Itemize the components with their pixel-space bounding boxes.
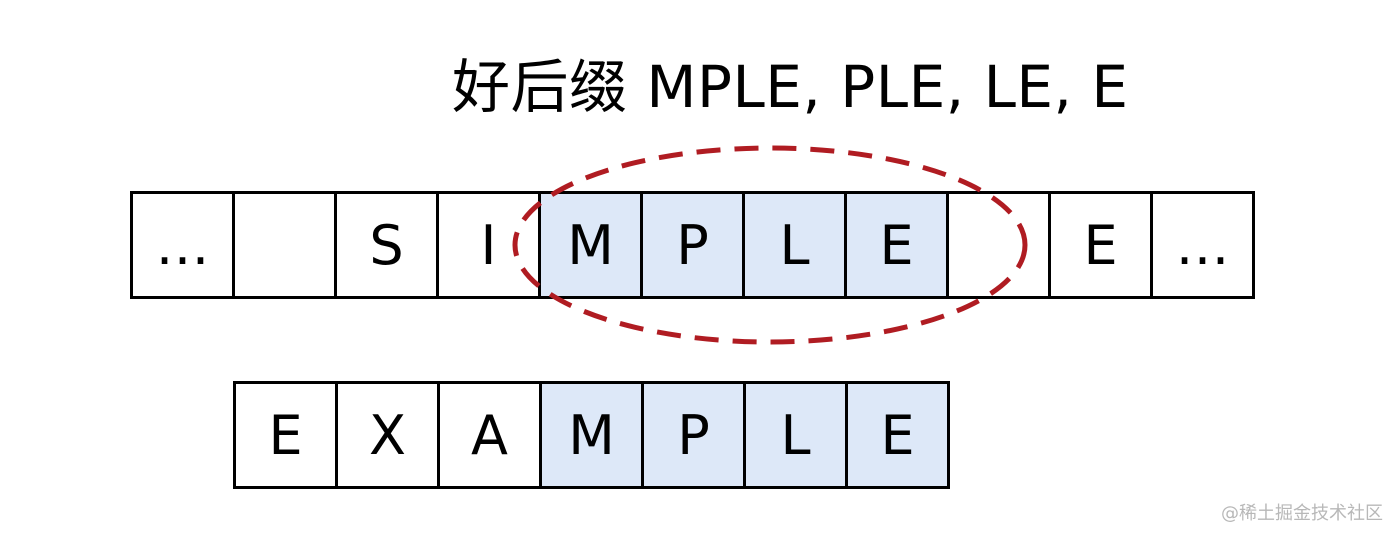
text-cell: I xyxy=(436,191,541,299)
pattern-cell: A xyxy=(437,381,542,489)
pattern-cell: X xyxy=(335,381,440,489)
text-cell: P xyxy=(640,191,745,299)
diagram-title: 好后缀 MPLE, PLE, LE, E xyxy=(452,53,1129,121)
text-cell: E xyxy=(844,191,949,299)
text-cell: E xyxy=(1048,191,1153,299)
text-cell: L xyxy=(742,191,847,299)
text-cell: … xyxy=(130,191,235,299)
text-cell: S xyxy=(334,191,439,299)
pattern-cell: M xyxy=(539,381,644,489)
text-cell: … xyxy=(1150,191,1255,299)
pattern-cell: E xyxy=(845,381,950,489)
pattern-cell: P xyxy=(641,381,746,489)
text-cell xyxy=(232,191,337,299)
pattern-cell: L xyxy=(743,381,848,489)
text-cell: M xyxy=(538,191,643,299)
text-cell xyxy=(946,191,1051,299)
pattern-cell: E xyxy=(233,381,338,489)
watermark: @稀土掘金技术社区 xyxy=(1221,503,1383,524)
